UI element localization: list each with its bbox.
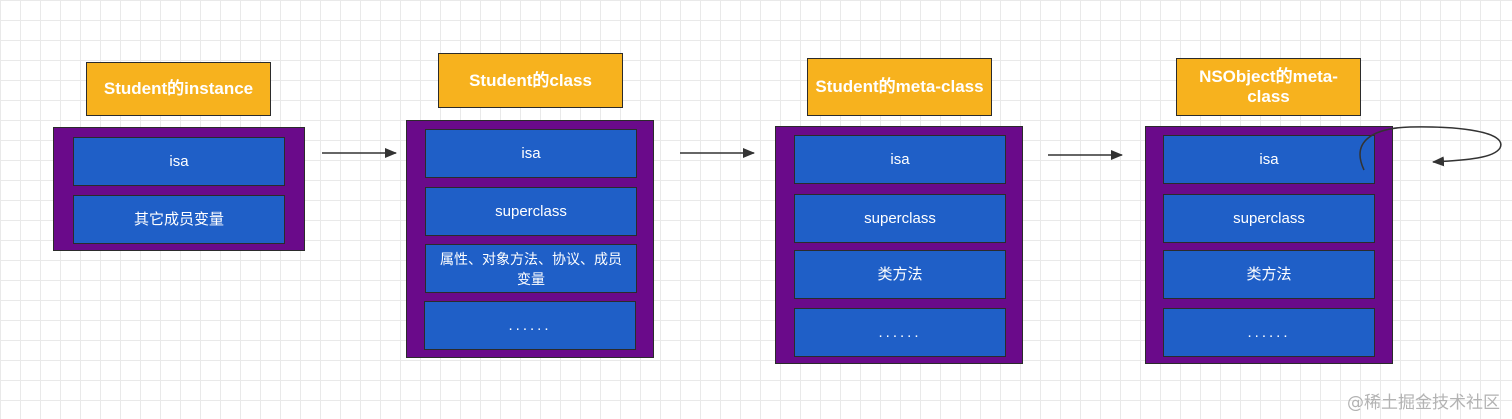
box-student-instance-panel: isa 其它成员变量 (53, 127, 305, 251)
cell-superclass: superclass (794, 194, 1006, 243)
cell-class-methods: 类方法 (1163, 250, 1375, 299)
cell-isa: isa (1163, 135, 1375, 184)
cell-ellipsis: ...... (424, 301, 636, 350)
cell-superclass: superclass (1163, 194, 1375, 243)
box-student-metaclass-title: Student的meta-class (807, 58, 992, 116)
box-student-metaclass-panel: isa superclass 类方法 ...... (775, 126, 1023, 364)
box-nsobject-metaclass-panel: isa superclass 类方法 ...... (1145, 126, 1393, 364)
box-student-class-title: Student的class (438, 53, 623, 108)
box-student-class-panel: isa superclass 属性、对象方法、协议、成员变量 ...... (406, 120, 654, 358)
cell-isa: isa (794, 135, 1006, 184)
box-student-instance-title: Student的instance (86, 62, 271, 116)
cell-isa: isa (73, 137, 285, 186)
box-nsobject-metaclass-title: NSObject的meta-class (1176, 58, 1361, 116)
cell-properties-methods: 属性、对象方法、协议、成员变量 (425, 244, 637, 293)
cell-isa: isa (425, 129, 637, 178)
arrow-root-metaclass-self-loop (1359, 126, 1502, 171)
cell-superclass: superclass (425, 187, 637, 236)
cell-ellipsis: ...... (1163, 308, 1375, 357)
cell-ellipsis: ...... (794, 308, 1006, 357)
cell-class-methods: 类方法 (794, 250, 1006, 299)
cell-member-variables: 其它成员变量 (73, 195, 285, 244)
watermark-text: @稀土掘金技术社区 (1347, 393, 1500, 413)
